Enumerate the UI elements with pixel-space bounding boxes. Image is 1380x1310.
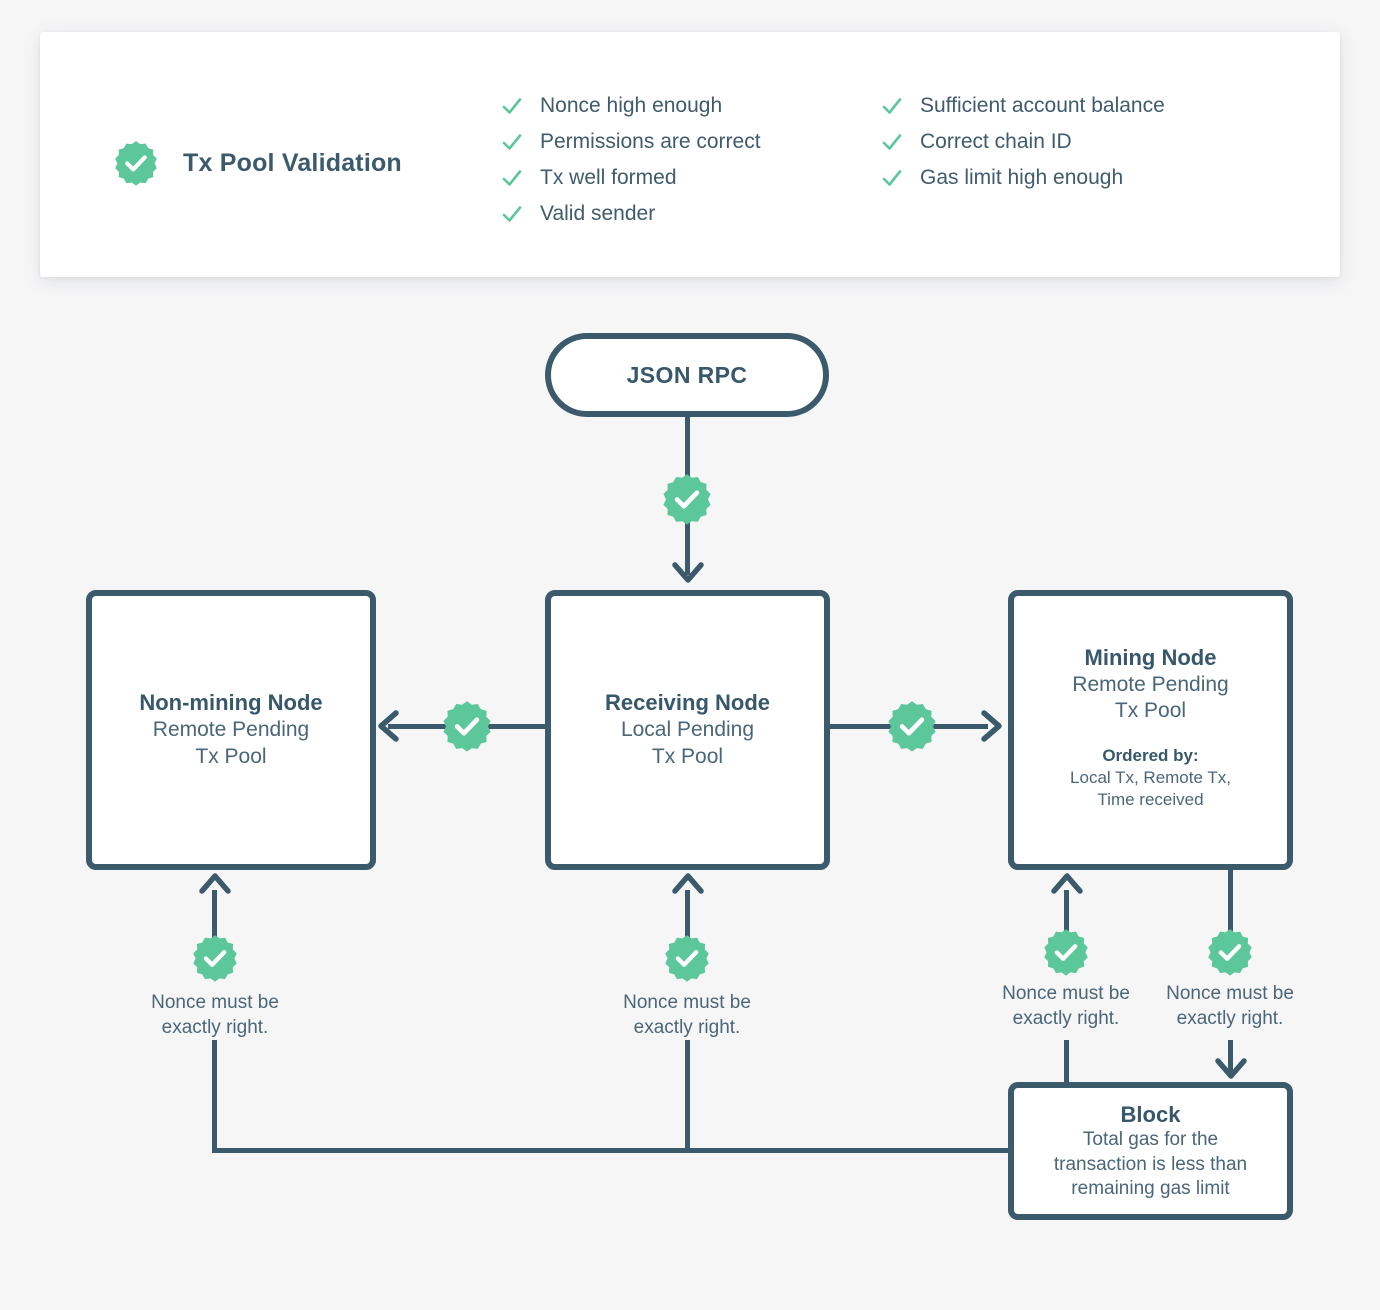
verified-check-badge-icon (1044, 929, 1088, 976)
connector-mining-down-block-lower (1228, 1040, 1233, 1072)
check-icon (882, 134, 902, 150)
block-node[interactable]: Block Total gas for the transaction is l… (1008, 1082, 1293, 1220)
nonce-caption-line-1: Nonce must be (151, 992, 279, 1013)
nonce-caption-line-2: exactly right. (633, 1017, 741, 1039)
receiving-node-subtitle-1: Local Pending (620, 717, 755, 741)
nonce-caption-line-2: exactly right. (161, 1017, 269, 1039)
check-icon (502, 98, 522, 114)
connector-bus-up-left-lower (212, 1040, 217, 1150)
nonce-caption-line-1: Nonce must be (1166, 983, 1294, 1004)
mining-node-ordered-by-line-1: Local Tx, Remote Tx, (1070, 768, 1231, 788)
verified-check-badge-icon (443, 701, 491, 752)
block-node-subtitle-2: transaction is less than (1053, 1153, 1248, 1175)
verified-check-badge-icon (1208, 929, 1252, 976)
arrowhead-left-nonmining (378, 710, 399, 742)
checklist-item-label: Sufficient account balance (920, 94, 1165, 117)
arrowhead-right-mining (981, 710, 1002, 742)
mining-node[interactable]: Mining Node Remote Pending Tx Pool Order… (1008, 590, 1293, 870)
checklist-column-1: Nonce high enough Permissions are correc… (500, 88, 761, 232)
connector-bus-up-middle-upper (685, 890, 690, 968)
non-mining-node-title: Non-mining Node (139, 690, 323, 716)
checklist-item: Permissions are correct (500, 124, 761, 160)
mining-node-ordered-by-label: Ordered by: (1102, 746, 1199, 766)
tx-pool-validation-card: Tx Pool Validation Nonce high enough Per… (40, 32, 1340, 277)
checklist-item-label: Nonce high enough (540, 94, 723, 117)
connector-bus-up-left-upper (212, 890, 217, 968)
checklist-item: Gas limit high enough (880, 160, 1165, 196)
checklist-column-2: Sufficient account balance Correct chain… (880, 88, 1165, 196)
check-icon (502, 206, 522, 222)
checklist-item: Nonce high enough (500, 88, 761, 124)
check-icon (882, 170, 902, 186)
mining-node-title: Mining Node (1084, 645, 1217, 670)
verified-check-badge-icon (663, 474, 711, 525)
verified-check-badge-icon (115, 141, 157, 186)
block-node-subtitle-1: Total gas for the (1082, 1129, 1219, 1151)
checklist-item-label: Valid sender (540, 202, 656, 225)
nonce-caption-line-2: exactly right. (1012, 1008, 1120, 1030)
verified-check-badge-icon (193, 935, 237, 982)
mining-node-subtitle-1: Remote Pending (1072, 672, 1229, 696)
json-rpc-node[interactable]: JSON RPC (545, 333, 829, 417)
nonce-caption-mining: Nonce must be exactly right. (966, 981, 1166, 1032)
receiving-node[interactable]: Receiving Node Local Pending Tx Pool (545, 590, 830, 870)
nonce-caption-non-mining: Nonce must be exactly right. (115, 990, 315, 1041)
receiving-node-subtitle-2: Tx Pool (651, 744, 724, 768)
check-icon (882, 98, 902, 114)
check-icon (502, 134, 522, 150)
arrowhead-up-nonmining (199, 873, 231, 894)
nonce-caption-block: Nonce must be exactly right. (1130, 981, 1330, 1032)
checklist-item: Sufficient account balance (880, 88, 1165, 124)
card-title-group: Tx Pool Validation (113, 140, 402, 186)
block-node-title: Block (1120, 1101, 1181, 1127)
checklist-item-label: Permissions are correct (540, 130, 761, 153)
mining-node-subtitle-2: Tx Pool (1114, 699, 1187, 723)
arrowhead-up-mining (1051, 873, 1083, 894)
arrowhead-down-block (1215, 1058, 1247, 1079)
connector-bus-up-middle-lower (685, 1040, 690, 1150)
checklist-item-label: Tx well formed (540, 166, 677, 189)
verified-check-badge-icon (888, 701, 936, 752)
checklist-item: Correct chain ID (880, 124, 1165, 160)
checklist-item-label: Gas limit high enough (920, 166, 1124, 189)
connector-block-feedback-bus (212, 1148, 1012, 1153)
block-node-subtitle-3: remaining gas limit (1071, 1177, 1230, 1199)
nonce-caption-line-2: exactly right. (1176, 1008, 1284, 1030)
checklist-item-label: Correct chain ID (920, 130, 1072, 153)
arrowhead-up-receiving (672, 873, 704, 894)
connector-block-up-mining-upper (1064, 890, 1069, 968)
arrowhead-down-receiving (672, 562, 704, 583)
non-mining-node-subtitle-1: Remote Pending (152, 717, 310, 741)
checklist-item: Valid sender (500, 196, 761, 232)
non-mining-node-subtitle-2: Tx Pool (195, 744, 267, 768)
page-title: Tx Pool Validation (183, 148, 402, 177)
non-mining-node[interactable]: Non-mining Node Remote Pending Tx Pool (86, 590, 376, 870)
nonce-caption-line-1: Nonce must be (623, 992, 751, 1013)
nonce-caption-line-1: Nonce must be (1002, 983, 1130, 1004)
verified-check-badge-icon (665, 935, 709, 982)
check-icon (502, 170, 522, 186)
mining-node-ordered-by-line-2: Time received (1097, 790, 1204, 810)
checklist-item: Tx well formed (500, 160, 761, 196)
nonce-caption-receiving: Nonce must be exactly right. (587, 990, 787, 1041)
connector-mining-down-block-upper (1228, 870, 1233, 936)
receiving-node-title: Receiving Node (604, 690, 771, 716)
json-rpc-label: JSON RPC (626, 361, 748, 388)
